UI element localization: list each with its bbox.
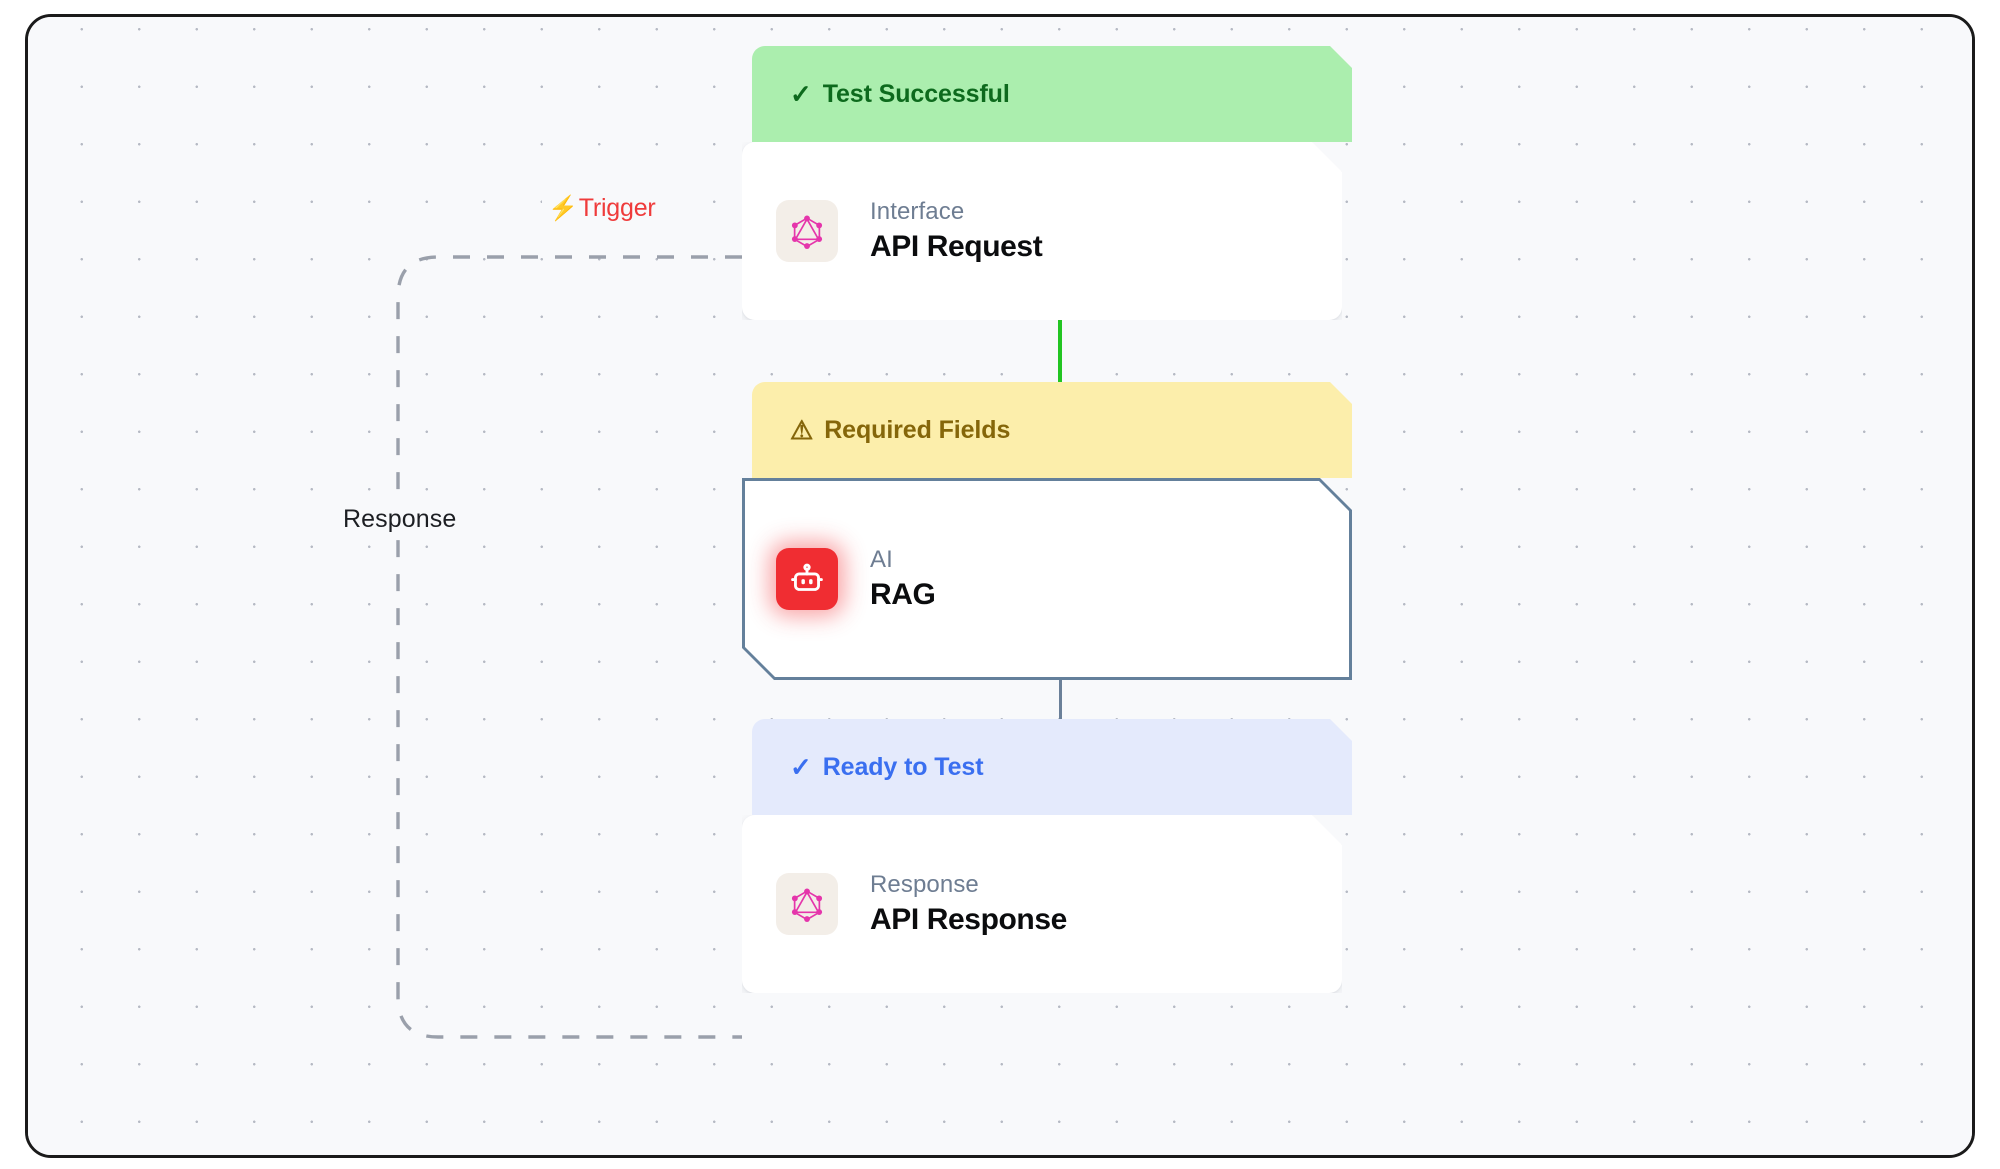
status-badge-label: Test Successful xyxy=(822,79,1010,108)
node-text-rag: AI RAG xyxy=(870,546,935,612)
node-kind-label: Interface xyxy=(870,198,965,225)
node-card-rag[interactable]: AI RAG xyxy=(742,478,1352,680)
edge-api-request-to-rag[interactable] xyxy=(1058,267,1062,405)
edge-label-trigger-text: Trigger xyxy=(578,194,656,222)
node-title-label: RAG xyxy=(870,578,936,611)
edge-label-response-text: Response xyxy=(343,505,457,533)
status-badge-test-successful: ✓ Test Successful xyxy=(752,46,1352,142)
node-kind-label: Response xyxy=(870,871,979,898)
robot-icon xyxy=(776,548,838,610)
status-badge-ready-to-test: ✓ Ready to Test xyxy=(752,719,1352,815)
node-text-api-response: Response API Response xyxy=(870,871,1067,937)
lightning-bolt-icon: ⚡ xyxy=(548,194,578,222)
node-api-request[interactable]: ✓ Test Successful xyxy=(752,46,1352,320)
workflow-canvas[interactable]: ⚡ Trigger Response ✓ Test Successful xyxy=(28,17,1972,1155)
node-card-api-request[interactable]: Interface API Request xyxy=(742,142,1342,320)
node-card-api-response[interactable]: Response API Response xyxy=(742,815,1342,993)
graphql-icon xyxy=(776,873,838,935)
status-badge-label: Required Fields xyxy=(824,415,1011,444)
node-text-api-request: Interface API Request xyxy=(870,198,1042,264)
warning-triangle-icon: ⚠ xyxy=(790,415,814,445)
check-icon: ✓ xyxy=(790,79,812,109)
node-title-label: API Request xyxy=(870,230,1043,263)
status-badge-label: Ready to Test xyxy=(822,752,984,781)
node-kind-label: AI xyxy=(870,546,893,573)
workflow-window-frame: ⚡ Trigger Response ✓ Test Successful xyxy=(25,14,1975,1158)
check-icon: ✓ xyxy=(790,752,812,782)
edge-label-trigger: ⚡ Trigger xyxy=(542,192,662,225)
node-rag[interactable]: ⚠ Required Fields xyxy=(752,382,1352,680)
node-title-label: API Response xyxy=(870,903,1067,936)
node-api-response[interactable]: ✓ Ready to Test xyxy=(752,719,1352,993)
status-badge-required-fields: ⚠ Required Fields xyxy=(752,382,1352,478)
edge-label-response: Response xyxy=(333,499,467,540)
graphql-icon xyxy=(776,200,838,262)
